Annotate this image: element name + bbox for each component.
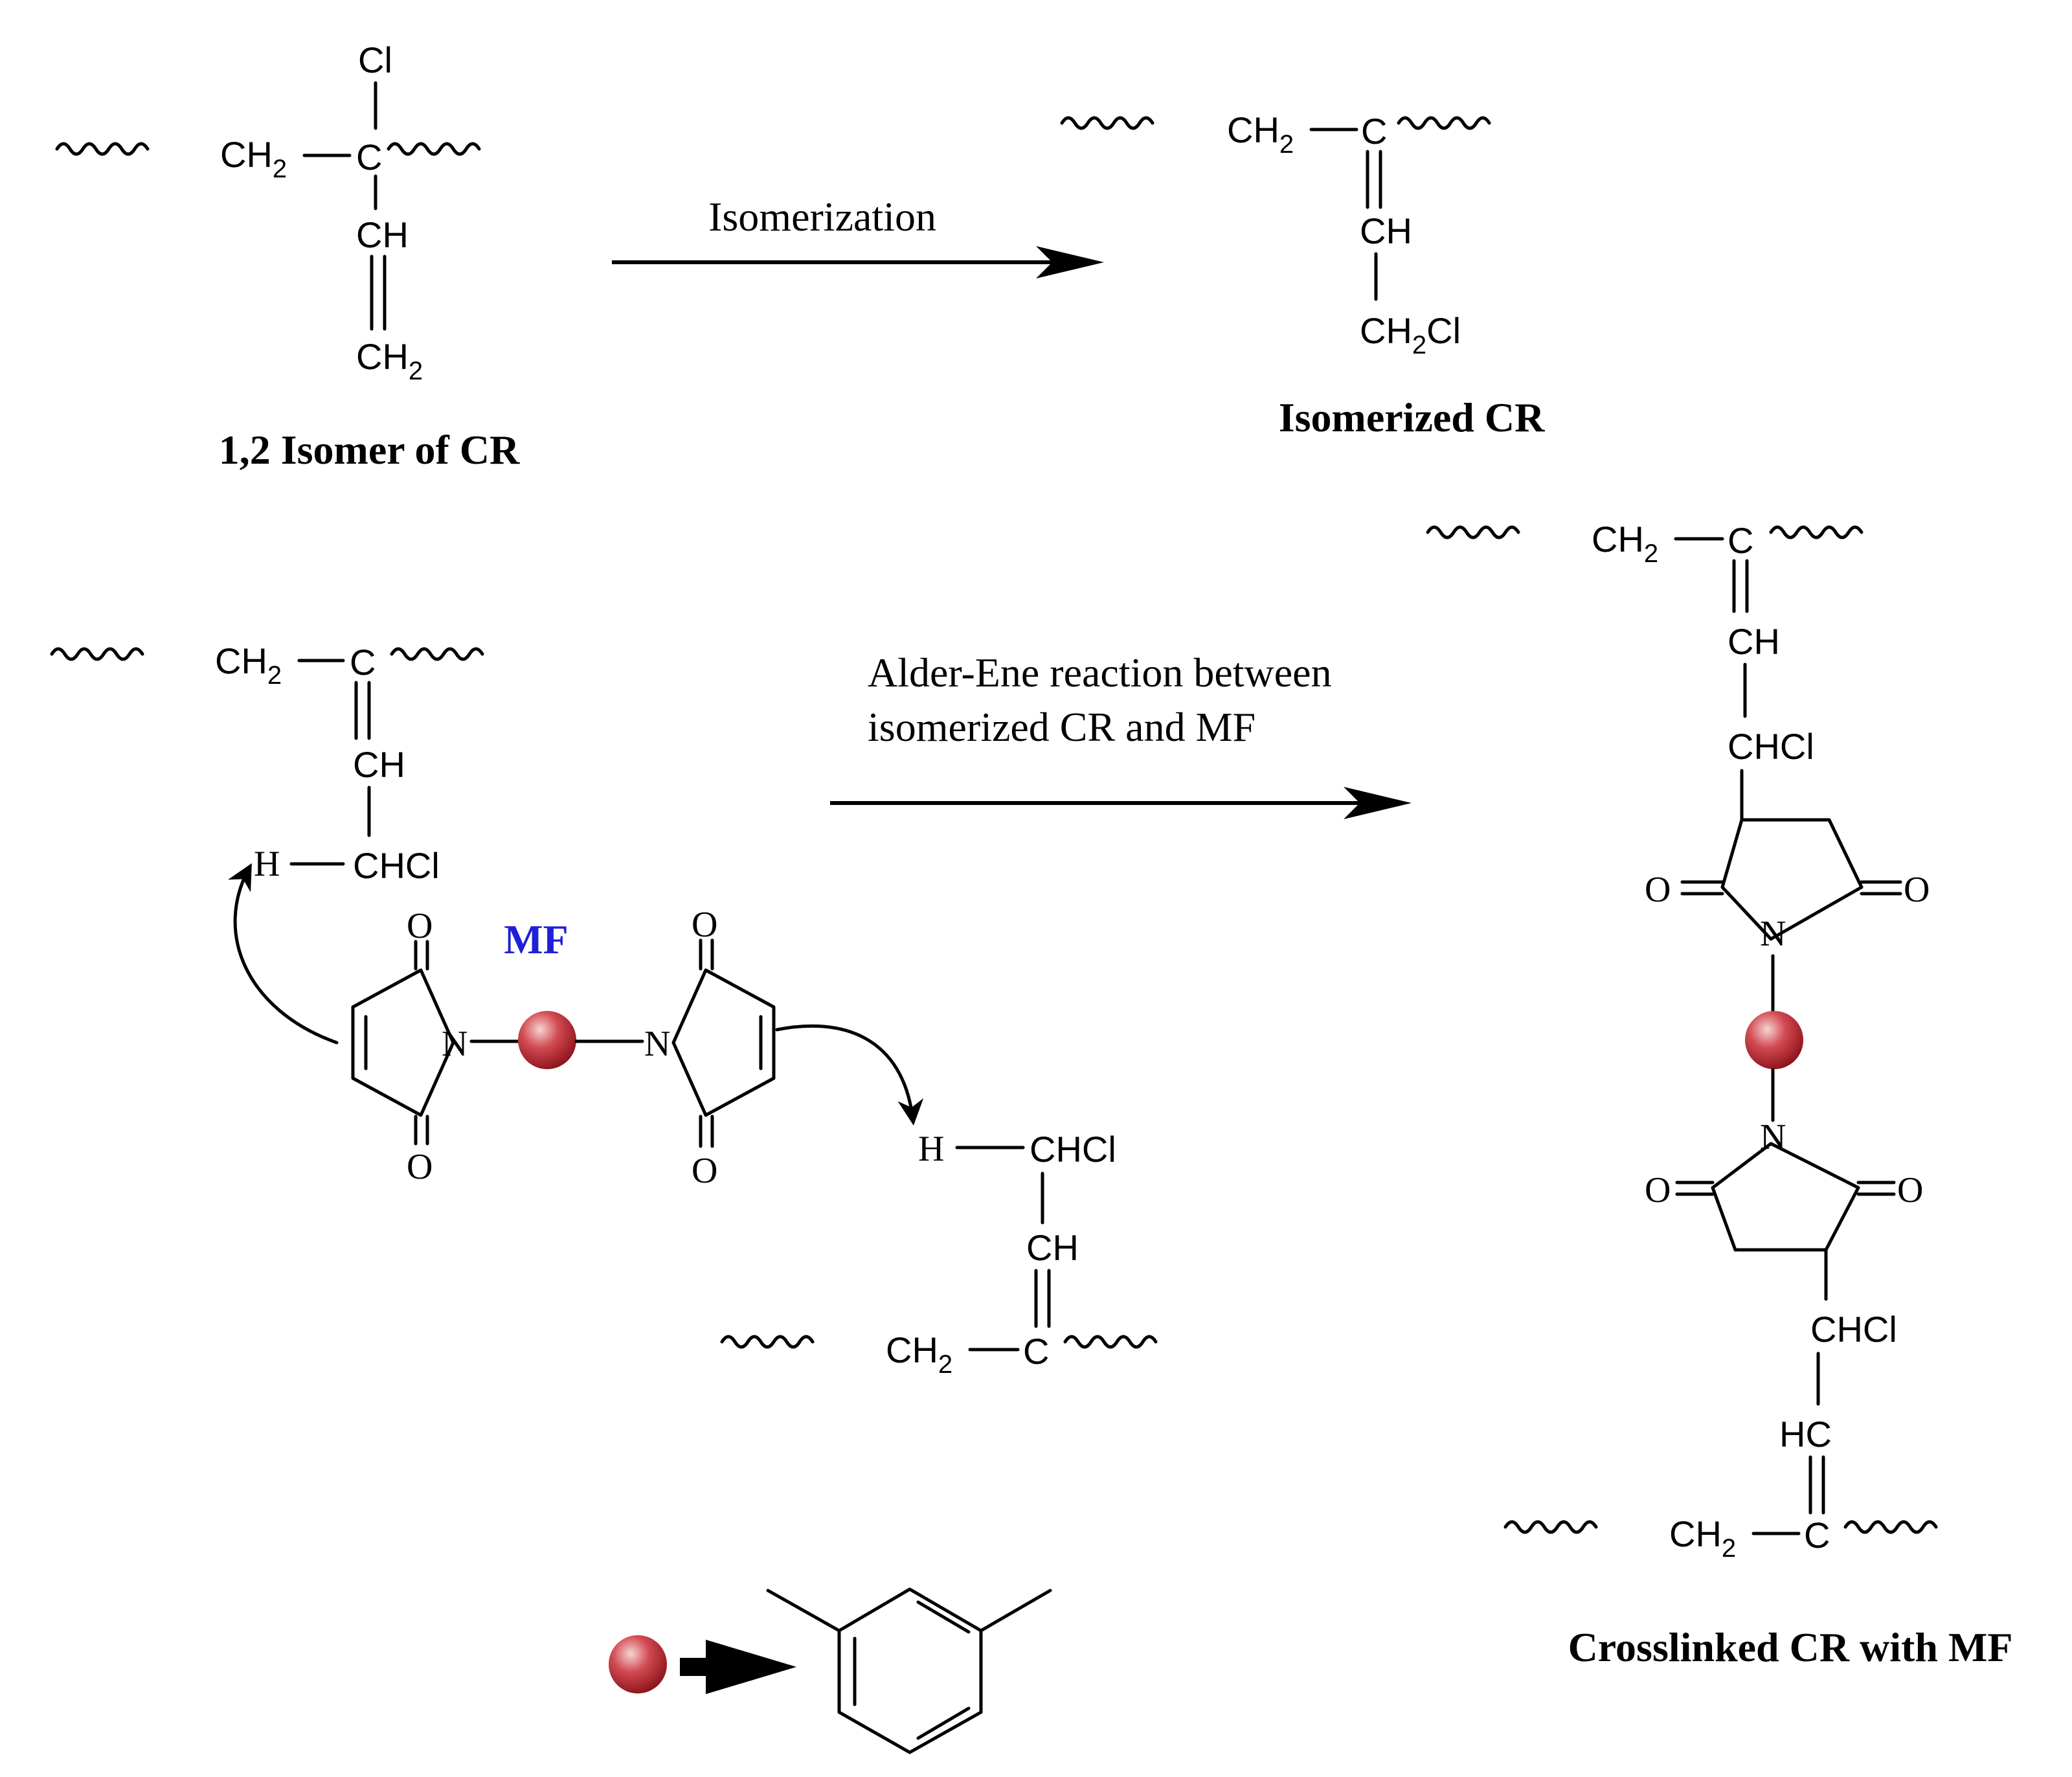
n-label: N — [644, 1024, 670, 1064]
c-label: C — [350, 642, 376, 683]
arrowhead-icon — [1344, 787, 1412, 819]
o-label: O — [407, 1147, 433, 1187]
bold-right-arrow-icon — [680, 1658, 706, 1676]
n-label: N — [1760, 1117, 1786, 1157]
structure-reactant-chain-lower: H CHCl CH CH2 C — [722, 1129, 1156, 1379]
curved-arrow-icon — [228, 863, 339, 1045]
caption-12-isomer: 1,2 Isomer of CR — [219, 427, 520, 473]
ch-label: CH — [356, 214, 409, 255]
o-label: O — [1897, 1170, 1923, 1210]
hc-label: HC — [1779, 1414, 1832, 1454]
o-label: O — [407, 906, 433, 946]
cl-label: Cl — [358, 40, 392, 80]
h-label: H — [254, 844, 280, 884]
ch2-label: CH2 — [1669, 1513, 1736, 1563]
caption-isomerized-cr: Isomerized CR — [1279, 394, 1545, 440]
structure-isomerized-cr: CH2 C CH CH2Cl Isomerized CR — [1062, 109, 1545, 440]
red-ball-icon — [609, 1635, 667, 1693]
h-label: H — [918, 1129, 944, 1169]
o-label: O — [692, 905, 717, 945]
structure-mf-bismaleimide: O O N N O O MF — [228, 863, 924, 1191]
o-label: O — [1645, 870, 1671, 910]
structure-reactant-chain-upper: CH2 C CH H CHCl — [52, 640, 482, 886]
caption-crosslinked-cr: Crosslinked CR with MF — [1568, 1624, 2013, 1670]
isomerization-arrow: Isomerization — [612, 194, 1104, 278]
chcl-label: CHCl — [353, 845, 440, 886]
ch2-label: CH2 — [886, 1330, 952, 1379]
ch-label: CH — [353, 744, 405, 785]
n-label: N — [442, 1024, 467, 1064]
ch2-label: CH2 — [215, 640, 282, 690]
n-label: N — [1760, 914, 1786, 954]
arrowhead-icon — [1036, 246, 1104, 278]
curved-arrow-icon — [775, 1024, 924, 1126]
ch-label: CH — [1360, 210, 1412, 251]
chcl-label: CHCl — [1810, 1309, 1897, 1350]
chcl-label: CHCl — [1030, 1129, 1116, 1170]
c-label: C — [1804, 1515, 1830, 1556]
meta-phenylene-icon — [766, 1587, 1052, 1754]
ch-label: CH — [1728, 621, 1780, 662]
alder-ene-label-line2: isomerized CR and MF — [868, 704, 1256, 750]
c-label: C — [1023, 1331, 1049, 1372]
red-ball-icon — [518, 1011, 576, 1069]
ch-label: CH — [1026, 1227, 1079, 1268]
c-label: C — [1728, 520, 1753, 561]
alder-ene-label-line1: Alder-Ene reaction between — [868, 650, 1332, 696]
ch2-terminal-label: CH2 — [356, 336, 423, 385]
c-label: C — [356, 137, 382, 177]
ch2-label: CH2 — [1592, 519, 1658, 568]
chcl-label: CHCl — [1728, 726, 1814, 767]
structure-crosslinked-cr: CH2 C CH CHCl O O N N O O CHCl HC — [1428, 519, 2012, 1670]
c-label: C — [1361, 111, 1387, 152]
o-label: O — [1645, 1170, 1671, 1210]
ch2-label: CH2 — [220, 134, 287, 183]
o-label: O — [1904, 870, 1930, 910]
structure-12-isomer: CH2 C Cl CH CH2 1,2 Isomer of CR — [57, 40, 520, 473]
legend-linker — [609, 1587, 1052, 1754]
alder-ene-arrow: Alder-Ene reaction between isomerized CR… — [830, 650, 1412, 819]
mf-label: MF — [504, 916, 569, 962]
ch2-label: CH2 — [1227, 109, 1294, 159]
red-ball-icon — [1745, 1011, 1803, 1069]
ch2cl-label: CH2Cl — [1360, 310, 1461, 359]
isomerization-label: Isomerization — [708, 194, 936, 240]
o-label: O — [692, 1151, 717, 1191]
